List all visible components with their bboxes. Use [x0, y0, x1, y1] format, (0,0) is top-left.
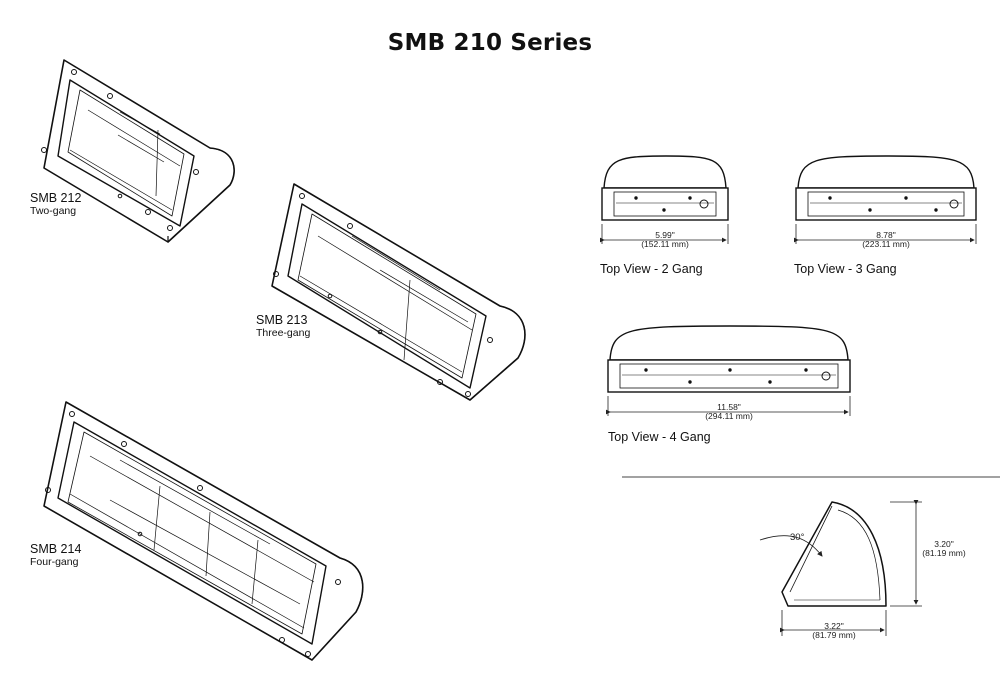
- model-name: SMB 212: [30, 191, 82, 205]
- dim-mm: (81.19 mm): [922, 548, 966, 558]
- height-label: 3.20" (81.19 mm): [918, 540, 970, 558]
- caption-top-view-2-gang: Top View - 2 Gang: [600, 262, 703, 276]
- depth-label: 3.22" (81.79 mm): [794, 622, 874, 640]
- smb-214-label: SMB 214 Four-gang: [30, 543, 81, 569]
- top-view-2-gang-drawing: [601, 155, 729, 221]
- dim-inches: 5.99": [655, 230, 675, 240]
- angle-indicator: [759, 535, 823, 557]
- dim-line-4-gang: [606, 396, 851, 416]
- smb-213-drawing: [271, 183, 526, 401]
- dim-label-2-gang: 5.99" (152.11 mm): [625, 231, 705, 249]
- dim-inches: 8.78": [876, 230, 896, 240]
- dim-inches: 3.20": [934, 539, 954, 549]
- top-view-3-gang-drawing: [795, 155, 977, 221]
- dim-label-4-gang: 11.58" (294.11 mm): [689, 403, 769, 421]
- model-name: SMB 214: [30, 542, 82, 556]
- dim-mm: (223.11 mm): [862, 239, 910, 249]
- caption-top-view-3-gang: Top View - 3 Gang: [794, 262, 897, 276]
- dim-inches: 3.22": [824, 621, 844, 631]
- dim-mm: (152.11 mm): [641, 239, 689, 249]
- dim-inches: 11.58": [717, 402, 741, 412]
- side-profile-drawing: [781, 501, 887, 607]
- smb-214-drawing: [43, 401, 364, 661]
- model-desc: Two-gang: [30, 205, 77, 217]
- dim-mm: (294.11 mm): [705, 411, 753, 421]
- model-desc: Four-gang: [30, 556, 79, 568]
- page-title: SMB 210 Series: [387, 30, 593, 56]
- angle-label: 30°: [790, 532, 805, 543]
- smb-212-label: SMB 212 Two-gang: [30, 192, 81, 218]
- dim-line-height: [890, 500, 922, 607]
- smb-213-label: SMB 213 Three-gang: [256, 314, 310, 340]
- dim-line-3-gang: [794, 224, 977, 244]
- top-view-4-gang-drawing: [607, 325, 851, 393]
- dim-label-3-gang: 8.78" (223.11 mm): [846, 231, 926, 249]
- model-desc: Three-gang: [256, 327, 311, 339]
- smb-212-drawing: [41, 59, 235, 243]
- dim-mm: (81.79 mm): [812, 630, 856, 640]
- dim-line-depth: [780, 610, 887, 636]
- model-name: SMB 213: [256, 313, 308, 327]
- dim-line-2-gang: [600, 224, 729, 244]
- caption-top-view-4-gang: Top View - 4 Gang: [608, 430, 711, 444]
